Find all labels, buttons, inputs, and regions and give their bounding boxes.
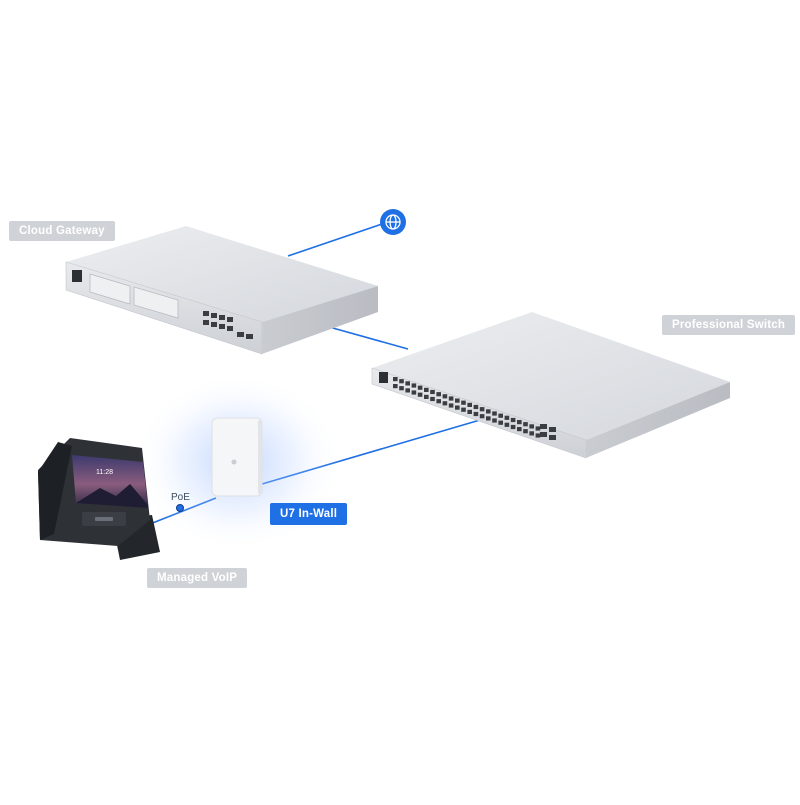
gateway-drive-bay-2: [133, 286, 179, 319]
switch-port: [498, 413, 503, 418]
u7-in-wall-access-point: [133, 372, 343, 552]
gateway-ethernet-ports: [203, 311, 253, 339]
switch-port: [498, 420, 503, 425]
access-point-body: [211, 417, 263, 497]
switch-port: [479, 407, 485, 412]
switch-port: [473, 411, 479, 417]
switch-port: [461, 407, 466, 412]
switch-port: [461, 400, 466, 405]
switch-port: [417, 392, 423, 397]
switch-port: [535, 426, 541, 431]
switch-port: [479, 414, 485, 419]
switch-port: [492, 411, 497, 416]
switch-port: [442, 401, 448, 406]
phone-screen-mountain: [76, 484, 148, 508]
switch-port: [448, 396, 454, 401]
switch-port: [504, 415, 510, 420]
managed-voip-label: Managed VoIP: [147, 568, 248, 588]
switch-port: [405, 388, 410, 393]
switch-port: [486, 409, 491, 414]
switch-port: [393, 384, 398, 389]
switch-port: [486, 416, 491, 421]
professional-switch-label: Professional Switch: [662, 315, 796, 335]
switch-port: [504, 422, 510, 427]
switch-port: [430, 389, 435, 395]
switch-port: [399, 379, 404, 384]
switch-side: [586, 382, 730, 458]
switch-port: [430, 396, 435, 402]
switch-port: [393, 377, 398, 382]
gateway-power-port: [72, 270, 82, 282]
managed-voip-phone: [38, 438, 160, 560]
poe-label: PoE: [171, 492, 190, 503]
switch-top: [372, 312, 730, 440]
switch-port: [517, 420, 522, 425]
switch-power-port: [379, 372, 388, 383]
cloud-gateway-label: Cloud Gateway: [9, 221, 115, 241]
switch-port: [492, 418, 497, 423]
u7-in-wall-label: U7 In-Wall: [270, 503, 348, 525]
switch-port: [417, 385, 423, 390]
poe-dot: [176, 504, 184, 512]
switch-port: [436, 399, 441, 404]
switch-port: [529, 424, 534, 429]
switch-port: [424, 394, 429, 399]
switch-port: [399, 386, 404, 391]
switch-port: [523, 422, 528, 427]
switch-port: [510, 424, 516, 430]
phone-screen-time: 11:28: [96, 469, 113, 476]
professional-switch-device: [371, 312, 730, 459]
switch-port: [442, 394, 448, 399]
link-gateway-internet: [287, 223, 383, 257]
switch-sfp-ports: [540, 424, 556, 440]
switch-port: [473, 404, 479, 410]
internet-globe: [380, 209, 406, 235]
switch-port: [517, 427, 522, 432]
switch-ethernet-ports: [393, 377, 541, 438]
switch-port: [455, 398, 460, 403]
switch-port: [455, 405, 460, 410]
link-gateway-switch: [321, 324, 409, 350]
switch-port: [411, 390, 417, 395]
switch-port: [523, 429, 528, 434]
switch-port: [436, 392, 441, 397]
phone-handset: [38, 442, 72, 540]
gateway-side: [262, 286, 378, 354]
switch-port: [510, 417, 516, 423]
switch-port: [467, 409, 472, 414]
switch-port: [535, 433, 541, 438]
cloud-gateway-device: [65, 226, 378, 355]
gateway-drive-bay-1: [89, 273, 131, 305]
switch-port: [411, 383, 417, 388]
access-point-logo: [231, 459, 237, 465]
gateway-top: [66, 226, 378, 322]
switch-port: [424, 387, 429, 392]
switch-port: [467, 402, 472, 407]
switch-port: [529, 431, 534, 436]
switch-port: [448, 403, 454, 408]
switch-port: [405, 381, 410, 386]
